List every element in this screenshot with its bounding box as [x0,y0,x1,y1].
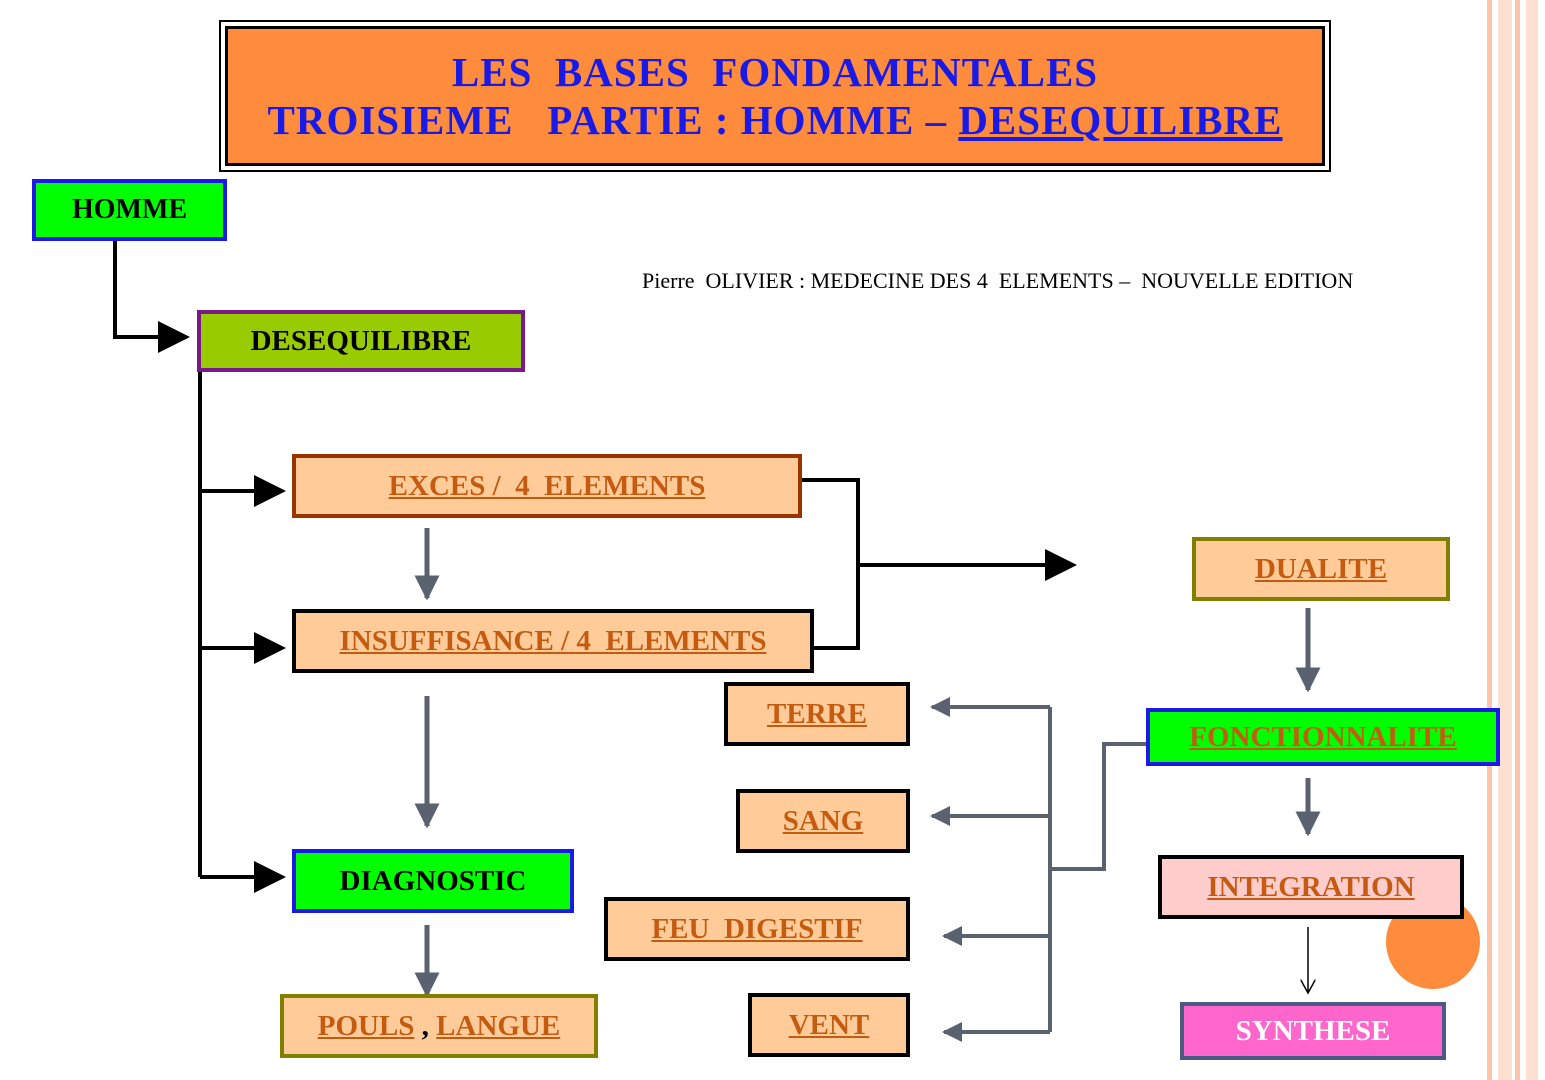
node-diagnostic: DIAGNOSTIC [292,849,574,913]
credit-line: Pierre OLIVIER : MEDECINE DES 4 ELEMENTS… [642,268,1354,293]
node-pouls-langue-separator: , [414,1009,437,1042]
node-desequilibre: DESEQUILIBRE [197,310,525,372]
node-vent-label[interactable]: VENT [788,1008,870,1041]
side-stripe-4 [1526,0,1538,1080]
node-feu-digestif[interactable]: FEU DIGESTIF [604,897,910,961]
node-fonctionnalite-label[interactable]: FONCTIONNALITE [1189,720,1457,753]
node-sang[interactable]: SANG [736,789,910,853]
node-vent[interactable]: VENT [748,993,910,1057]
node-sang-label[interactable]: SANG [782,804,864,837]
side-stripe-2 [1498,0,1512,1080]
node-homme-label: HOMME [71,194,188,225]
node-synthese: SYNTHESE [1180,1002,1446,1060]
title-line-1: LES BASES FONDAMENTALES [451,49,1099,95]
node-dualite-label[interactable]: DUALITE [1254,552,1388,585]
node-desequilibre-label: DESEQUILIBRE [250,324,472,357]
node-dualite[interactable]: DUALITE [1192,537,1450,601]
title-line-2-prefix: TROISIEME PARTIE : HOMME – [267,97,959,143]
side-stripe-1 [1487,0,1492,1080]
node-integration-label[interactable]: INTEGRATION [1207,870,1415,903]
arrow-homme-desequilibre [113,240,190,353]
node-integration[interactable]: INTEGRATION [1158,855,1464,919]
node-pouls-link[interactable]: POULS [317,1009,415,1042]
node-terre-label[interactable]: TERRE [767,697,867,730]
node-langue-link[interactable]: LANGUE [436,1009,561,1042]
title-desequilibre-link[interactable]: DESEQUILIBRE [958,97,1283,143]
node-synthese-label: SYNTHESE [1235,1014,1391,1047]
node-feu-digestif-label[interactable]: FEU DIGESTIF [651,912,863,945]
node-insuffisance-label[interactable]: INSUFFISANCE / 4 ELEMENTS [339,624,767,657]
node-exces[interactable]: EXCES / 4 ELEMENTS [292,454,802,518]
node-diagnostic-label: DIAGNOSTIC [339,864,527,897]
node-exces-label[interactable]: EXCES / 4 ELEMENTS [388,469,706,502]
node-pouls-langue: POULS , LANGUE [280,994,598,1058]
node-fonctionnalite[interactable]: FONCTIONNALITE [1146,708,1500,766]
title-banner: LES BASES FONDAMENTALES TROISIEME PARTIE… [219,20,1331,172]
node-terre[interactable]: TERRE [724,682,910,746]
node-homme: HOMME [32,179,227,241]
node-insuffisance[interactable]: INSUFFISANCE / 4 ELEMENTS [292,609,814,673]
side-stripe-3 [1515,0,1520,1080]
title-line-2: TROISIEME PARTIE : HOMME – DESEQUILIBRE [268,96,1283,144]
link-fonctionnalite-hub [1050,742,1147,871]
